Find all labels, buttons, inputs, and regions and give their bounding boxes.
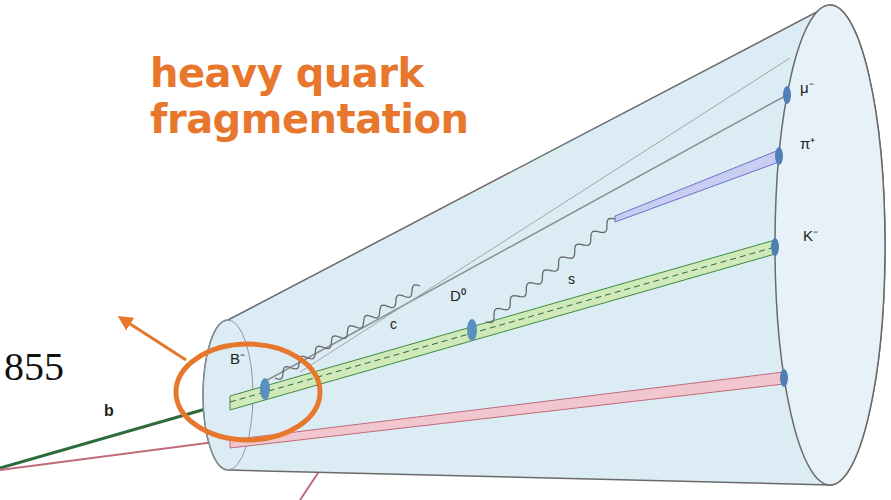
w-boson-line xyxy=(486,218,615,322)
fragmentation-circle xyxy=(176,344,320,440)
cone-end xyxy=(775,5,885,485)
kaon-track xyxy=(230,240,775,410)
quark-label: b xyxy=(104,402,114,420)
pion-hit xyxy=(775,147,783,165)
quark-label: s xyxy=(568,272,575,287)
callout-title: heavy quark fragmentation xyxy=(150,50,470,142)
b-meson-vertex xyxy=(260,378,270,400)
particle-label: K⁻ xyxy=(803,228,818,245)
d-meson-vertex xyxy=(467,319,477,341)
callout-arrow xyxy=(124,320,186,360)
particle-label: B⁻ xyxy=(230,351,245,368)
pink-hit xyxy=(780,369,788,387)
particle-label: π⁺ xyxy=(800,136,815,153)
b-quark-line xyxy=(0,402,230,468)
w-boson-line xyxy=(275,285,420,379)
particle-label: μ⁻ xyxy=(800,80,814,97)
quark-label: c xyxy=(390,317,397,332)
particle-label: D⁰ xyxy=(450,288,466,305)
kaon-hit xyxy=(771,238,779,256)
muon-hit xyxy=(783,86,791,104)
pion-track xyxy=(615,150,779,222)
kaon-core xyxy=(230,247,775,402)
beam-line xyxy=(0,440,230,470)
callout-number: 855 xyxy=(4,345,64,389)
